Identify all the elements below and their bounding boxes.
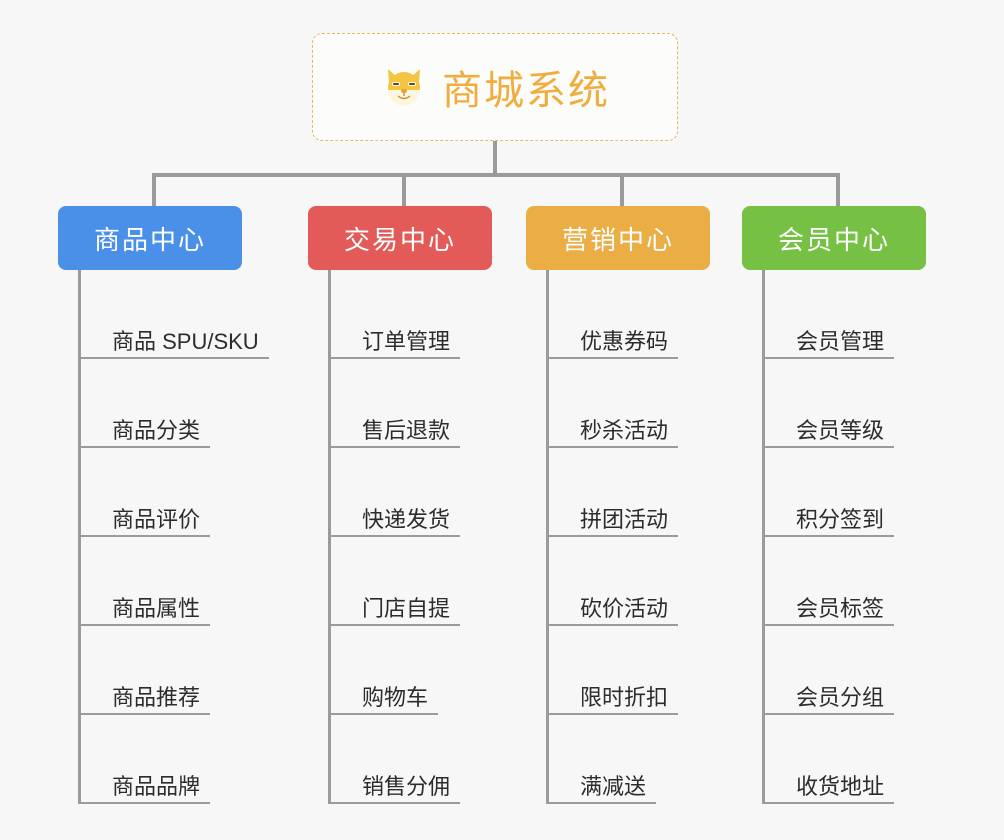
leaf-node[interactable]: 订单管理 (331, 270, 508, 359)
leaf-underline (81, 802, 210, 804)
leaf-node[interactable]: 会员等级 (765, 359, 942, 448)
branch-column-3: 会员中心 会员管理 会员等级 积分签到 会员标签 会员分组 收货地址 (742, 206, 942, 804)
leaf-label: 商品 SPU/SKU (112, 328, 259, 354)
leaf-node[interactable]: 购物车 (331, 626, 508, 715)
leaf-label: 会员分组 (796, 684, 885, 710)
leaf-node[interactable]: 商品分类 (81, 359, 258, 448)
branch-column-0: 商品中心 商品 SPU/SKU 商品分类 商品评价 商品属性 商品推荐 商品品牌 (58, 206, 269, 804)
leaf-node[interactable]: 限时折扣 (549, 626, 726, 715)
branch-header-label-0: 商品中心 (93, 224, 206, 255)
leaf-node[interactable]: 拼团活动 (549, 448, 726, 537)
leaf-underline (81, 713, 210, 715)
leaf-label: 会员标签 (796, 595, 885, 621)
leaf-underline (549, 535, 678, 537)
leaf-label: 拼团活动 (580, 506, 669, 532)
branch-header-label-1: 交易中心 (343, 224, 456, 255)
connector-stem (493, 141, 497, 176)
leaf-label: 门店自提 (362, 595, 451, 621)
leaf-label: 商品推荐 (112, 684, 201, 710)
leaf-node[interactable]: 秒杀活动 (549, 359, 726, 448)
leaf-node[interactable]: 门店自提 (331, 537, 508, 626)
leaf-label: 商品品牌 (112, 773, 201, 799)
leaf-node[interactable]: 会员管理 (765, 270, 942, 359)
leaf-underline (549, 802, 656, 804)
leaf-node[interactable]: 售后退款 (331, 359, 508, 448)
leaf-underline (331, 713, 438, 715)
leaf-underline (81, 357, 269, 359)
connector-drop-0 (152, 173, 156, 206)
leaf-label: 销售分佣 (362, 773, 451, 799)
leaf-label: 限时折扣 (580, 684, 669, 710)
connector-drop-3 (836, 173, 840, 206)
leaf-underline (331, 446, 460, 448)
leaf-label: 快递发货 (362, 506, 451, 532)
leaf-node[interactable]: 会员标签 (765, 537, 942, 626)
leaf-label: 商品分类 (112, 417, 201, 443)
root-title: 商城系统 (442, 69, 610, 113)
branch-body-1: 订单管理 售后退款 快递发货 门店自提 购物车 销售分佣 (328, 270, 508, 804)
leaf-node[interactable]: 商品属性 (81, 537, 258, 626)
root-node[interactable]: 商城系统 (312, 33, 678, 141)
leaf-label: 收货地址 (796, 773, 885, 799)
leaf-node[interactable]: 快递发货 (331, 448, 508, 537)
leaf-underline (765, 624, 894, 626)
branch-header-2[interactable]: 营销中心 (526, 206, 710, 270)
leaf-underline (331, 624, 460, 626)
leaf-label: 商品评价 (112, 506, 201, 532)
leaf-node[interactable]: 优惠券码 (549, 270, 726, 359)
leaf-underline (765, 446, 894, 448)
leaf-node[interactable]: 商品 SPU/SKU (81, 270, 269, 359)
leaf-label: 会员管理 (796, 328, 885, 354)
leaf-label: 订单管理 (362, 328, 451, 354)
branch-column-2: 营销中心 优惠券码 秒杀活动 拼团活动 砍价活动 限时折扣 满减送 (526, 206, 726, 804)
leaf-underline (331, 535, 460, 537)
leaf-node[interactable]: 满减送 (549, 715, 726, 804)
leaf-label: 优惠券码 (580, 328, 669, 354)
leaf-label: 商品属性 (112, 595, 201, 621)
leaf-underline (549, 624, 678, 626)
leaf-node[interactable]: 销售分佣 (331, 715, 508, 804)
leaf-underline (549, 357, 678, 359)
leaf-label: 会员等级 (796, 417, 885, 443)
leaf-underline (765, 802, 894, 804)
leaf-underline (765, 357, 894, 359)
leaf-underline (331, 802, 460, 804)
branch-column-1: 交易中心 订单管理 售后退款 快递发货 门店自提 购物车 销售分佣 (308, 206, 508, 804)
leaf-node[interactable]: 商品推荐 (81, 626, 258, 715)
leaf-label: 积分签到 (796, 506, 885, 532)
leaf-underline (765, 713, 894, 715)
leaf-underline (549, 446, 678, 448)
leaf-label: 满减送 (580, 773, 647, 799)
leaf-underline (549, 713, 678, 715)
leaf-label: 售后退款 (362, 417, 451, 443)
branch-header-label-2: 营销中心 (561, 224, 674, 255)
leaf-node[interactable]: 收货地址 (765, 715, 942, 804)
leaf-node[interactable]: 积分签到 (765, 448, 942, 537)
leaf-node[interactable]: 会员分组 (765, 626, 942, 715)
branch-body-2: 优惠券码 秒杀活动 拼团活动 砍价活动 限时折扣 满减送 (546, 270, 726, 804)
branch-body-0: 商品 SPU/SKU 商品分类 商品评价 商品属性 商品推荐 商品品牌 (78, 270, 269, 804)
connector-drop-2 (620, 173, 624, 206)
leaf-node[interactable]: 砍价活动 (549, 537, 726, 626)
connector-drop-1 (402, 173, 406, 206)
branch-header-label-3: 会员中心 (777, 224, 890, 255)
leaf-node[interactable]: 商品评价 (81, 448, 258, 537)
leaf-underline (81, 446, 210, 448)
branch-header-0[interactable]: 商品中心 (58, 206, 242, 270)
shiba-dog-face-icon (380, 63, 428, 111)
leaf-label: 秒杀活动 (580, 417, 669, 443)
leaf-underline (81, 624, 210, 626)
leaf-label: 砍价活动 (580, 595, 669, 621)
leaf-underline (331, 357, 460, 359)
leaf-underline (81, 535, 210, 537)
leaf-label: 购物车 (362, 684, 429, 710)
leaf-underline (765, 535, 894, 537)
branch-header-3[interactable]: 会员中心 (742, 206, 926, 270)
branch-header-1[interactable]: 交易中心 (308, 206, 492, 270)
leaf-node[interactable]: 商品品牌 (81, 715, 258, 804)
branch-body-3: 会员管理 会员等级 积分签到 会员标签 会员分组 收货地址 (762, 270, 942, 804)
connector-bus (152, 173, 840, 177)
